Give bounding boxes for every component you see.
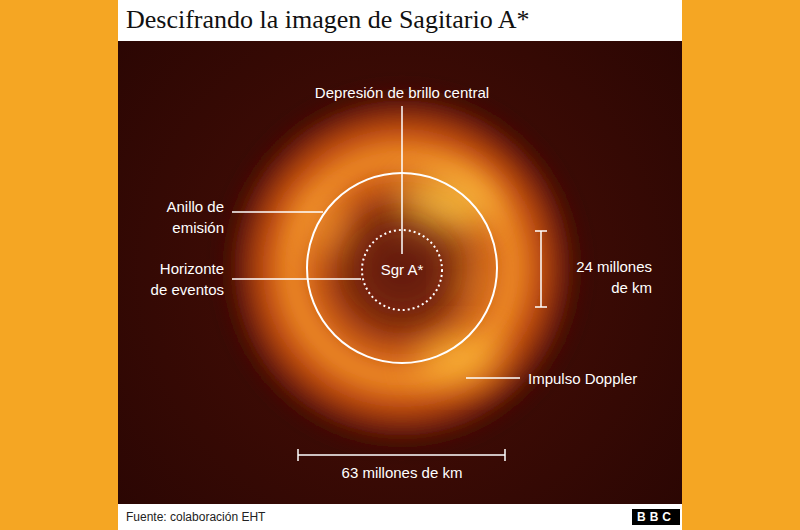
event-horizon-circle: Sgr A* bbox=[360, 228, 444, 312]
source-caption: Fuente: colaboración EHT bbox=[126, 509, 265, 525]
callout-label: Horizonte de eventos bbox=[144, 258, 224, 300]
callout-label: Anillo de emisión bbox=[144, 196, 224, 238]
logo: BBC bbox=[632, 509, 680, 525]
event-horizon-outline bbox=[362, 230, 442, 310]
panel bbox=[118, 0, 682, 530]
callout-label: Depresión de brillo central bbox=[252, 82, 552, 103]
callout-label: Impulso Doppler bbox=[528, 368, 673, 389]
dimension-marks bbox=[298, 231, 547, 461]
image-ground bbox=[118, 41, 682, 504]
node-content: Sgr A* bbox=[360, 228, 444, 312]
title: Descifrando la imagen de Sagitario A* bbox=[126, 4, 530, 36]
leader-lines bbox=[232, 106, 520, 378]
dimension-label: 63 millones de km bbox=[302, 462, 502, 483]
node-label: Sgr A* bbox=[381, 260, 424, 280]
dimension-label: 24 millones de km bbox=[562, 256, 652, 298]
emission-glow bbox=[217, 83, 587, 453]
